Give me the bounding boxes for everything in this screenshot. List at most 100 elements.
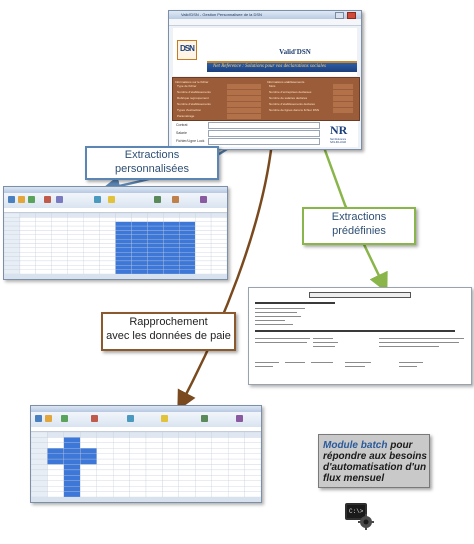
- spreadsheet-cell: [244, 469, 261, 476]
- text-line: [345, 366, 365, 367]
- spreadsheet-cell: [51, 243, 68, 249]
- sheet-tabs-bar: [31, 497, 261, 502]
- nr-logo-text: NR: [330, 123, 348, 137]
- field-value: [333, 102, 353, 107]
- payroll-matching-spreadsheet: [30, 405, 262, 503]
- spreadsheet-cell: [31, 453, 48, 460]
- spreadsheet-cell: [179, 260, 196, 266]
- text-line: [313, 338, 333, 339]
- spreadsheet-cell: [99, 217, 116, 222]
- spreadsheet-cell: [47, 480, 65, 487]
- spreadsheet-cell: [131, 243, 148, 249]
- spreadsheet-cell: [99, 221, 116, 227]
- spreadsheet-cell: [31, 486, 48, 492]
- spreadsheet-cell: [4, 225, 21, 231]
- validdsn-app-window: Valid'DSN - Gestion Personnalisee de la …: [168, 10, 362, 150]
- contract-input[interactable]: [208, 122, 320, 129]
- spreadsheet-cell: [179, 234, 196, 240]
- spreadsheet-cell: [35, 234, 52, 240]
- text-line: [379, 342, 459, 343]
- spreadsheet-cell: [129, 437, 147, 443]
- field-value: [227, 102, 261, 107]
- spreadsheet-cell: [227, 437, 245, 443]
- spreadsheet-cell: [129, 486, 147, 492]
- spreadsheet-cell: [178, 475, 196, 481]
- spreadsheet-cell: [115, 213, 132, 218]
- spreadsheet-cell: [99, 260, 116, 266]
- spreadsheet-cell: [51, 213, 68, 218]
- spreadsheet-cell: [244, 453, 261, 460]
- spreadsheet-cell: [83, 213, 100, 218]
- establishment-info-column: Informations etablissements Mois Nombre …: [267, 80, 355, 114]
- spreadsheet-cell: [129, 469, 147, 476]
- spreadsheet-cell: [35, 230, 52, 235]
- text-line: [399, 362, 423, 363]
- spreadsheet-cell: [178, 437, 196, 443]
- spreadsheet-cell: [227, 442, 245, 449]
- spreadsheet-grid: [4, 213, 227, 274]
- spreadsheet-cell: [112, 437, 130, 443]
- spreadsheet-cell: [162, 464, 180, 471]
- spreadsheet-cell: [163, 243, 180, 249]
- spreadsheet-cell: [115, 247, 132, 253]
- spreadsheet-cell: [162, 442, 180, 449]
- arrow-to-predefined-extractions: [320, 141, 388, 294]
- spreadsheet-cell: [162, 475, 180, 481]
- spreadsheet-cell: [115, 217, 132, 222]
- spreadsheet-cell: [63, 464, 81, 471]
- spreadsheet-cell: [99, 247, 116, 253]
- batch-module-title: Module batch: [323, 440, 388, 451]
- spreadsheet-cell: [211, 453, 229, 460]
- spreadsheet-cell: [51, 265, 68, 270]
- spreadsheet-cell: [99, 230, 116, 235]
- spreadsheet-cell: [179, 265, 196, 270]
- spreadsheet-cell: [145, 480, 163, 487]
- spreadsheet-cell: [99, 213, 116, 218]
- spreadsheet-cell: [147, 238, 164, 244]
- spreadsheet-cell: [67, 234, 84, 240]
- spreadsheet-cell: [244, 480, 261, 487]
- spreadsheet-cell: [129, 448, 147, 454]
- spreadsheet-cell: [244, 442, 261, 449]
- custom-extractions-callout: Extractions personnalisées: [85, 146, 219, 180]
- spreadsheet-cell: [115, 234, 132, 240]
- spreadsheet-cell: [195, 486, 212, 492]
- spreadsheet-cell: [131, 260, 148, 266]
- minimize-button[interactable]: [335, 12, 344, 19]
- spreadsheet-cell: [163, 225, 180, 231]
- spreadsheet-cell: [19, 238, 37, 244]
- formula-bar: [31, 427, 261, 432]
- spreadsheet-cell: [31, 442, 48, 449]
- spreadsheet-cell: [47, 475, 65, 481]
- computer-gear-icon: C:\>: [345, 503, 374, 530]
- spreadsheet-cell: [115, 252, 132, 257]
- close-button[interactable]: [347, 12, 356, 19]
- spreadsheet-cell: [80, 448, 97, 454]
- text-line: [379, 338, 464, 339]
- spreadsheet-cell: [83, 234, 100, 240]
- spreadsheet-cell: [244, 448, 261, 454]
- text-line: [399, 366, 417, 367]
- employee-input[interactable]: [208, 130, 320, 137]
- spreadsheet-cell: [163, 230, 180, 235]
- spreadsheet-cell: [129, 480, 147, 487]
- spreadsheet-cell: [4, 265, 21, 270]
- spreadsheet-cell: [194, 230, 212, 235]
- spreadsheet-cell: [227, 453, 245, 460]
- file-line-input[interactable]: [208, 138, 320, 145]
- spreadsheet-cell: [67, 225, 84, 231]
- spreadsheet-ribbon: [31, 412, 261, 428]
- spreadsheet-cell: [96, 448, 114, 454]
- spreadsheet-cell: [195, 448, 212, 454]
- app-banner: DSN Valid'DSN Net Reference : Solutions …: [173, 28, 357, 76]
- spreadsheet-cell: [80, 458, 97, 465]
- spreadsheet-cell: [145, 464, 163, 471]
- field-label: Mois: [269, 84, 276, 88]
- spreadsheet-cell: [63, 480, 81, 487]
- spreadsheet-cell: [47, 432, 65, 438]
- spreadsheet-cell: [99, 252, 116, 257]
- spreadsheet-cell: [19, 213, 37, 218]
- spreadsheet-cell: [4, 217, 21, 222]
- field-label: Type de fichier: [177, 84, 197, 88]
- spreadsheet-cell: [227, 486, 245, 492]
